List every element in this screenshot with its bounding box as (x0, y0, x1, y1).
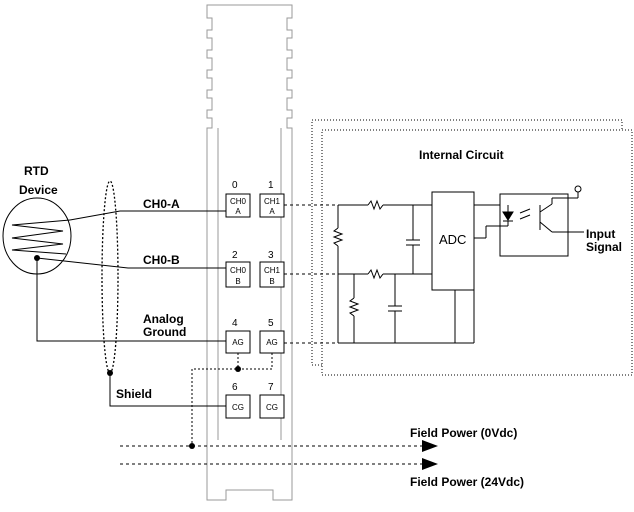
terminal-label: A (269, 207, 275, 216)
arrow-right-icon (422, 458, 438, 470)
wire-ch0-b (36, 257, 226, 269)
terminal-label: CG (232, 403, 244, 412)
terminal-label: AG (232, 338, 244, 347)
optocoupler-box (499, 193, 569, 257)
field-power-24v-label: Field Power (24Vdc) (410, 475, 524, 489)
field-power-0v-label: Field Power (0Vdc) (410, 426, 517, 440)
rtd-element-icon (11, 219, 71, 255)
dashed-links (284, 204, 338, 344)
wire-analog-ground (36, 258, 226, 342)
terminal-label: B (269, 277, 274, 286)
terminal-number: 2 (232, 250, 238, 261)
terminal-number: 4 (232, 318, 238, 329)
terminal-6[interactable]: 6 CG (225, 382, 251, 419)
terminal-3[interactable]: 3 CH1 B (259, 250, 285, 288)
terminal-label: CH0 (230, 197, 247, 206)
rtd-label-1: RTD (24, 164, 49, 178)
terminal-1[interactable]: 1 CH1 A (259, 180, 285, 218)
terminal-label: A (235, 207, 241, 216)
label-ground: Ground (143, 325, 186, 339)
terminal-label: CG (266, 403, 278, 412)
terminal-label: B (235, 277, 240, 286)
terminal-4[interactable]: 4 AG (225, 318, 251, 354)
wire-shield (109, 373, 226, 407)
terminal-0[interactable]: 0 CH0 A (225, 180, 251, 218)
internal-circuit-title: Internal Circuit (419, 148, 504, 162)
terminal-5[interactable]: 5 AG (259, 318, 285, 354)
input-signal-label-1: Input (586, 227, 615, 241)
internal-circuit-box (321, 129, 633, 376)
terminal-2[interactable]: 2 CH0 B (225, 250, 251, 288)
terminal-label: CH1 (264, 197, 281, 206)
terminal-number: 6 (232, 382, 238, 393)
terminal-7[interactable]: 7 CG (259, 382, 285, 419)
shield-ellipse (101, 180, 119, 374)
optocoupler-icon (500, 192, 584, 233)
arrow-right-icon (422, 440, 438, 452)
adc-label: ADC (439, 232, 466, 247)
adc-block (431, 191, 475, 291)
terminal-number: 7 (268, 382, 274, 393)
vcc-terminal-icon (574, 185, 582, 193)
label-ch0-a: CH0-A (143, 197, 180, 211)
terminal-number: 5 (268, 318, 274, 329)
label-ch0-b: CH0-B (143, 253, 180, 267)
terminal-label: AG (266, 338, 278, 347)
terminal-number: 3 (268, 250, 274, 261)
terminal-number: 1 (268, 180, 274, 191)
rtd-label-2: Device (19, 183, 58, 197)
wire-ch0-a (69, 210, 226, 221)
terminal-label: CH0 (230, 266, 247, 275)
junction-dot (235, 366, 241, 372)
input-signal-label-2: Signal (586, 240, 622, 254)
terminal-label: CH1 (264, 266, 281, 275)
terminal-block-outline (206, 4, 293, 501)
label-analog: Analog (143, 312, 184, 326)
label-shield: Shield (116, 387, 152, 401)
field-power-lines (120, 445, 422, 465)
internal-wiring (332, 199, 508, 344)
terminal-number: 0 (232, 180, 238, 191)
